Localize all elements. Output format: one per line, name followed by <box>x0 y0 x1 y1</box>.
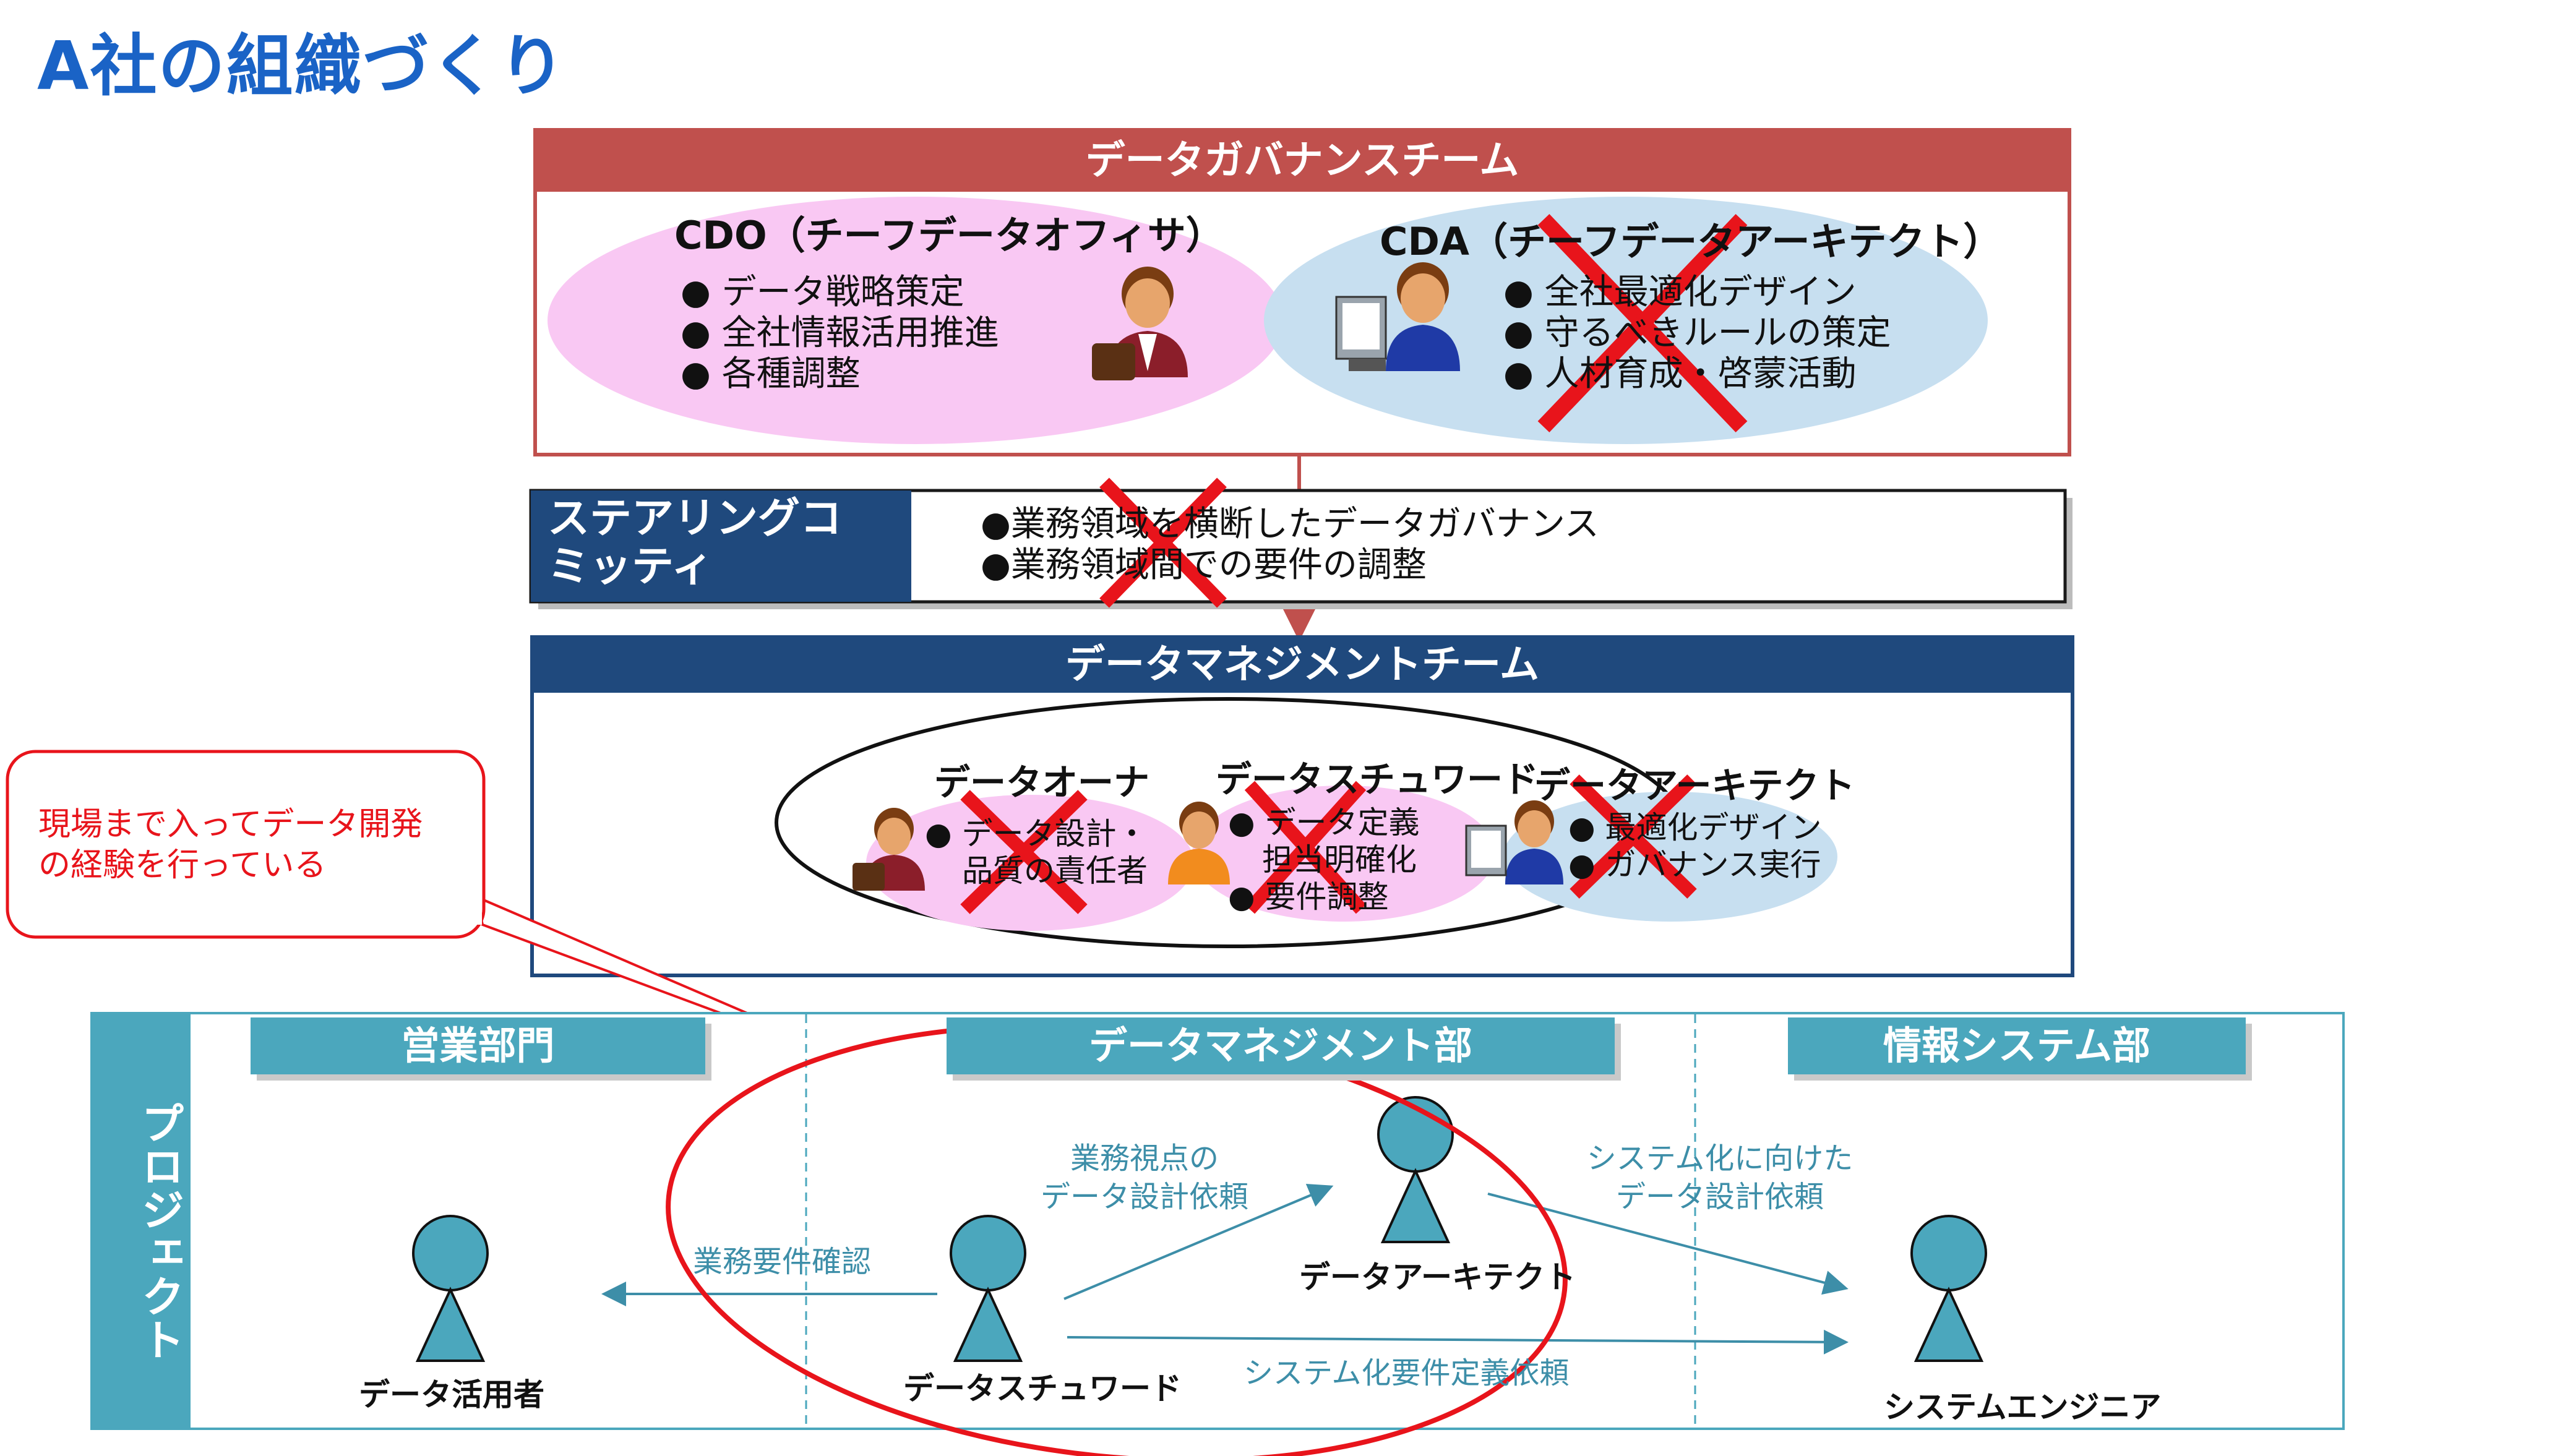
architect-person-icon <box>1465 800 1563 884</box>
project-label: プロジェクト <box>134 1101 185 1361</box>
steering-label-line: ステアリングコ <box>548 494 843 543</box>
management-header: データマネジメントチーム <box>1065 642 1540 688</box>
cdo-item: ● 全社情報活用推進 <box>681 313 999 353</box>
steward-title: データスチュワード <box>1216 758 1539 800</box>
owner-list: ● データ設計・ 品質の責任者 <box>925 815 1148 889</box>
project-label-bar <box>92 1013 191 1429</box>
architect-item: ● 最適化デザイン <box>1568 810 1822 846</box>
cdo-list: ● データ戦略策定 ● 全社情報活用推進 ● 各種調整 <box>681 272 999 395</box>
cda-list: ● 全社最適化デザイン ● 守るべきルールの策定 ● 人材育成・啓蒙活動 <box>1503 272 1891 395</box>
callout-line: 現場まで入ってデータ開発 <box>38 806 423 843</box>
steward-list: ● データ定義 担当明確化 ● 要件調整 <box>1228 804 1420 915</box>
actor-user-figure <box>412 1215 489 1362</box>
governance-header: データガバナンスチーム <box>1085 138 1519 184</box>
arrow-to-engineer-bottom <box>1067 1329 1849 1355</box>
cross-mark-steering <box>1099 477 1227 608</box>
cross-mark-architect <box>1570 774 1697 899</box>
cdo-item: ● データ戦略策定 <box>681 272 964 312</box>
owner-title: データオーナ <box>934 761 1150 803</box>
architect-list: ● 最適化デザイン ● ガバナンス実行 <box>1568 809 1822 883</box>
owner-person-icon <box>853 808 925 891</box>
steward-person-icon <box>1168 802 1230 884</box>
arrow-label-line: 業務視点の <box>1070 1141 1219 1176</box>
owner-item: 品質の責任者 <box>962 853 1148 889</box>
arrow-label-line: データ設計依頼 <box>1040 1180 1248 1214</box>
cdo-ellipse <box>548 197 1284 444</box>
arrow-to-architect <box>1063 1183 1334 1300</box>
cross-mark-owner <box>960 790 1088 914</box>
actor-user-label: データ活用者 <box>359 1377 544 1413</box>
cda-item: ● 全社最適化デザイン <box>1503 272 1857 312</box>
cda-item: ● 人材育成・啓蒙活動 <box>1503 354 1857 394</box>
steering-label-bar <box>531 490 911 602</box>
actor-engineer-label: システムエンジニア <box>1884 1389 2162 1425</box>
arrow-label-biz-view: 業務視点の データ設計依頼 <box>1027 1139 1262 1216</box>
arrow-label-biz-confirm: 業務要件確認 <box>693 1244 872 1279</box>
steering-item: ●業務領域間での要件の調整 <box>981 545 1427 585</box>
actor-steward-figure <box>950 1215 1026 1362</box>
steward-item: ● 要件調整 <box>1228 879 1389 915</box>
callout-box <box>6 750 486 939</box>
owner-item: ● データ設計・ <box>925 816 1148 852</box>
actor-architect-label: データアーキテクト <box>1299 1259 1576 1295</box>
arrow-label-sys-req: システム化要件定義依頼 <box>1244 1356 1570 1390</box>
actor-steward-label: データスチュワード <box>903 1371 1182 1407</box>
cdo-person-icon <box>1092 267 1188 380</box>
steering-label: ステアリングコ ミッティ <box>548 495 842 591</box>
dept-tab-information-systems: 情報システム部 <box>1788 1017 2246 1074</box>
steering-list: ●業務領域を横断したデータガバナンス ●業務領域間での要件の調整 <box>981 504 1599 586</box>
arrow-label-line: システム化に向けた <box>1586 1141 1854 1176</box>
actor-engineer-figure <box>1910 1215 1987 1362</box>
cross-mark-cda <box>1537 214 1748 432</box>
governance-header-bar <box>535 130 2069 192</box>
steering-label-line: ミッティ <box>548 542 713 591</box>
arrow-label-line: データ設計依頼 <box>1615 1180 1824 1214</box>
steering-item: ●業務領域を横断したデータガバナンス <box>981 504 1599 544</box>
page-title: A社の組織づくり <box>37 28 567 105</box>
dept-tab-sales: 営業部門 <box>251 1017 705 1074</box>
architect-title: データアーキテクト <box>1534 764 1855 807</box>
project-box <box>90 1012 2345 1430</box>
cdo-item: ● 各種調整 <box>681 354 861 394</box>
arrow-to-engineer-top <box>1487 1193 1849 1295</box>
architect-item: ● ガバナンス実行 <box>1568 847 1821 883</box>
cda-ellipse <box>1264 197 1988 444</box>
dept-tab-data-management: データマネジメント部 <box>947 1017 1615 1074</box>
cross-mark-steward <box>1244 781 1367 914</box>
steward-item: ● データ定義 <box>1228 805 1420 841</box>
cda-item: ● 守るべきルールの策定 <box>1503 313 1891 353</box>
callout-text: 現場まで入ってデータ開発 の経験を行っている <box>38 804 423 886</box>
cda-title: CDA（チーフデータアーキテクト） <box>1380 219 2002 264</box>
management-header-bar <box>532 637 2073 693</box>
arrow-label-sys: システム化に向けた データ設計依頼 <box>1559 1139 1881 1216</box>
cda-person-icon <box>1335 262 1460 371</box>
cdo-title: CDO（チーフデータオフィサ） <box>674 213 1224 258</box>
steward-item: 担当明確化 <box>1262 842 1417 878</box>
callout-line: の経験を行っている <box>38 847 327 884</box>
